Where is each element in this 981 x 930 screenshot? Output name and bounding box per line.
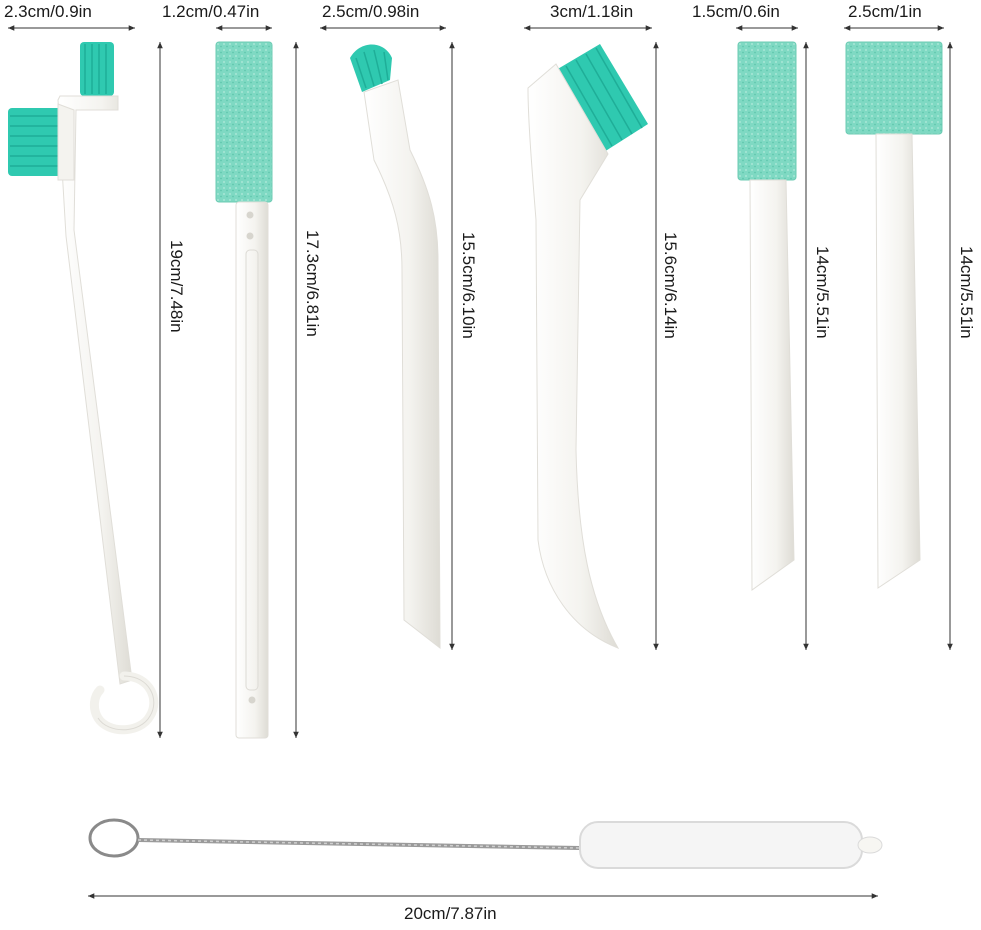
width-label-4: 3cm/1.18in [550, 2, 634, 21]
bristle-tuft-side [8, 108, 62, 176]
sponge-head [215, 41, 273, 203]
length-label-3: 15.5cm/6.10in [459, 232, 478, 339]
sponge-head [737, 41, 797, 181]
narrow-sponge [736, 25, 809, 650]
length-label-5: 14cm/5.51in [813, 246, 832, 339]
bristle-tuft-top [80, 42, 114, 96]
length-label-4: 15.6cm/6.14in [661, 232, 680, 339]
bristle-block [556, 44, 648, 152]
handle [875, 133, 921, 589]
width-label-1: 2.3cm/0.9in [4, 2, 92, 21]
bottle-brush [88, 818, 883, 899]
wire-loop [88, 818, 140, 858]
curved-brush [524, 25, 659, 650]
handle [235, 201, 269, 739]
sponge-head [845, 41, 943, 135]
slim-sponge [215, 25, 299, 739]
hook-brush [8, 25, 163, 738]
handle [57, 95, 133, 685]
bristle-tuft [350, 44, 392, 92]
width-label-5: 1.5cm/0.6in [692, 2, 780, 21]
handle [527, 63, 620, 649]
width-label-6: 2.5cm/1in [848, 2, 922, 21]
width-label-3: 2.5cm/0.98in [322, 2, 420, 21]
bottle-brush-length-label: 20cm/7.87in [404, 904, 497, 923]
wide-sponge [844, 25, 953, 650]
length-label-2: 17.3cm/6.81in [303, 230, 322, 337]
handle [749, 179, 795, 591]
handle [363, 79, 441, 650]
length-label-1: 19cm/7.48in [167, 240, 186, 333]
width-label-2: 1.2cm/0.47in [162, 2, 260, 21]
bristle-coil [579, 821, 863, 869]
length-label-6: 14cm/5.51in [957, 246, 976, 339]
tip-cap [857, 836, 883, 854]
angled-brush [320, 25, 455, 650]
